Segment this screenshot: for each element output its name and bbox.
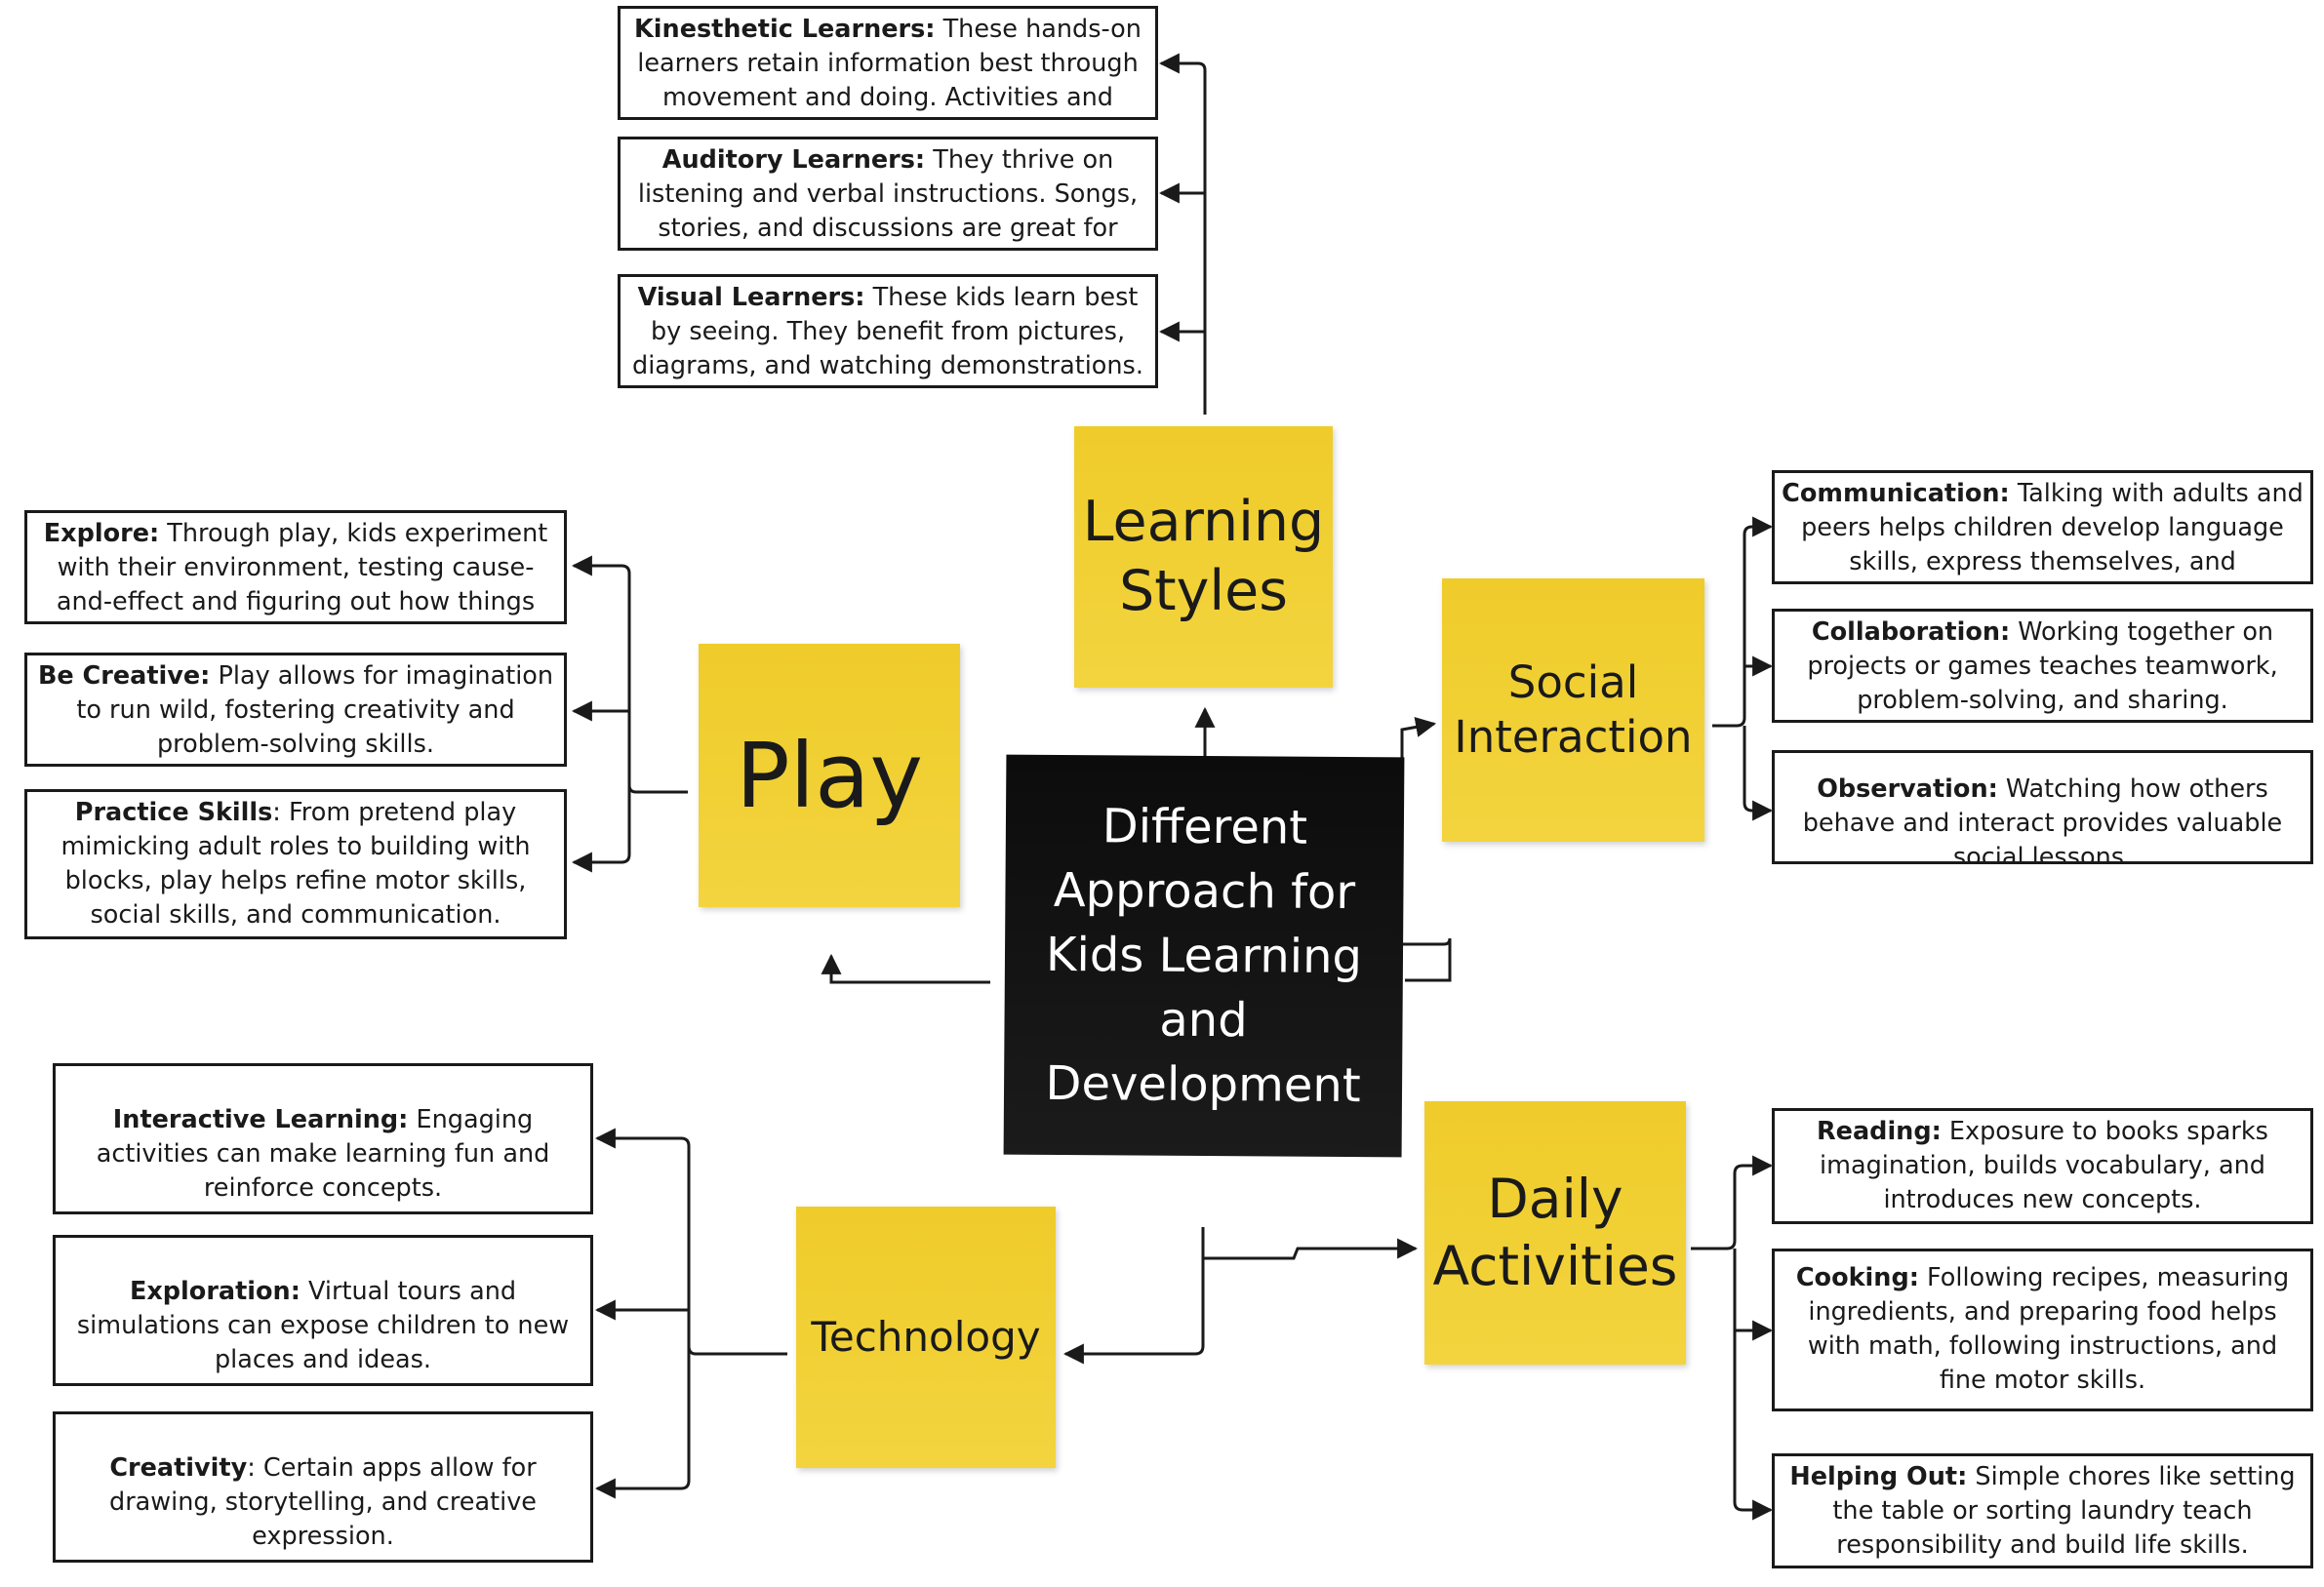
center-topic-title: Different Approach for Kids Learning and… — [1045, 799, 1363, 1114]
note-creativity: Creativity: Certain apps allow for drawi… — [53, 1411, 593, 1563]
note-text: Through play, kids experiment with their… — [56, 519, 548, 616]
note-label: Creativity — [109, 1453, 248, 1483]
sticky-technology: Technology — [796, 1207, 1056, 1468]
note-reading: Reading: Exposure to books sparks imagin… — [1772, 1108, 2313, 1224]
note-text: Talking with adults and peers helps chil… — [1801, 479, 2304, 576]
note-be-creative: Be Creative: Play allows for imagination… — [24, 653, 567, 767]
sticky-daily-activities: Daily Activities — [1424, 1101, 1686, 1365]
note-text: Following recipes, measuring ingredients… — [1807, 1263, 2290, 1395]
connector-social-bracket — [1712, 516, 1774, 728]
note-text: These kids learn best by seeing. They be… — [632, 283, 1143, 380]
note-text: They thrive on listening and verbal inst… — [637, 145, 1139, 243]
note-label: Collaboration: — [1811, 617, 2011, 647]
sticky-learning-styles: Learning Styles — [1074, 426, 1333, 688]
daily-activities-title: Daily Activities — [1432, 1168, 1678, 1297]
note-label: Auditory Learners: — [661, 145, 926, 175]
connector-technology-creativity — [594, 1346, 691, 1499]
note-label: Explore: — [43, 519, 160, 548]
note-text: Working together on projects or games te… — [1807, 617, 2278, 715]
note-explore: Explore: Through play, kids experiment w… — [24, 510, 567, 624]
sticky-social-interaction: Social Interaction — [1442, 578, 1704, 842]
connector-social-observation — [1743, 726, 1774, 821]
note-text: Watching how others behave and interact … — [1802, 774, 2283, 864]
note-text: Play allows for imagination to run wild,… — [76, 661, 554, 759]
connector-daily-bracket — [1691, 1155, 1774, 1250]
note-auditory-learners: Auditory Learners: They thrive on listen… — [618, 137, 1158, 251]
social-interaction-title: Social Interaction — [1454, 655, 1693, 763]
note-text: Exposure to books sparks imagination, bu… — [1820, 1117, 2268, 1214]
note-label: Observation: — [1817, 774, 1998, 804]
note-text: These hands-on learners retain informati… — [637, 15, 1142, 112]
note-exploration: Exploration: Virtual tours and simulatio… — [53, 1235, 593, 1386]
note-label: Practice Skills — [74, 798, 273, 827]
sticky-play: Play — [699, 644, 960, 907]
learning-styles-title: Learning Styles — [1082, 489, 1325, 623]
note-helping-out: Helping Out: Simple chores like setting … — [1772, 1453, 2313, 1568]
note-label: Visual Learners: — [637, 283, 865, 312]
connector-play-bracket — [571, 555, 688, 794]
connector-center-technology — [1062, 1258, 1205, 1365]
connector-center-social — [1403, 937, 1452, 982]
connector-center-daily — [1201, 1227, 1419, 1260]
note-text: Engaging activities can make learning fu… — [96, 1105, 550, 1203]
note-label: Interactive Learning: — [112, 1105, 409, 1134]
note-practice-skills: Practice Skills: From pretend play mimic… — [24, 789, 567, 939]
note-observation: Observation: Watching how others behave … — [1772, 750, 2313, 864]
note-kinesthetic-learners: Kinesthetic Learners: These hands-on lea… — [618, 6, 1158, 120]
note-label: Reading: — [1817, 1117, 1942, 1146]
note-interactive-learning: Interactive Learning: Engaging activitie… — [53, 1063, 593, 1214]
connector-center-play — [821, 953, 990, 984]
note-label: Cooking: — [1795, 1263, 1919, 1292]
note-label: Be Creative: — [37, 661, 211, 691]
connector-center-social-arrow — [1400, 717, 1437, 761]
play-title: Play — [736, 723, 923, 828]
note-label: Communication: — [1782, 479, 2010, 508]
note-label: Exploration: — [129, 1277, 301, 1306]
note-label: Kinesthetic Learners: — [634, 15, 936, 44]
center-topic: Different Approach for Kids Learning and… — [1003, 754, 1405, 1158]
note-collaboration: Collaboration: Working together on proje… — [1772, 609, 2313, 723]
connector-technology-bracket — [594, 1128, 787, 1356]
note-cooking: Cooking: Following recipes, measuring in… — [1772, 1249, 2313, 1411]
note-visual-learners: Visual Learners: These kids learn best b… — [618, 274, 1158, 388]
note-text: Simple chores like setting the table or … — [1832, 1462, 2296, 1560]
note-text: : From pretend play mimicking adult role… — [60, 798, 531, 930]
note-text: Virtual tours and simulations can expose… — [76, 1277, 570, 1374]
note-label: Helping Out: — [1789, 1462, 1968, 1491]
connector-daily-helping — [1733, 1327, 1774, 1521]
connector-daily-cooking — [1733, 1249, 1774, 1341]
technology-title: Technology — [811, 1312, 1041, 1361]
connector-play-practice — [571, 785, 631, 873]
connector-learning-styles-trunk — [1158, 53, 1207, 415]
note-text: : Certain apps allow for drawing, storyt… — [109, 1453, 537, 1551]
note-communication: Communication: Talking with adults and p… — [1772, 470, 2313, 584]
